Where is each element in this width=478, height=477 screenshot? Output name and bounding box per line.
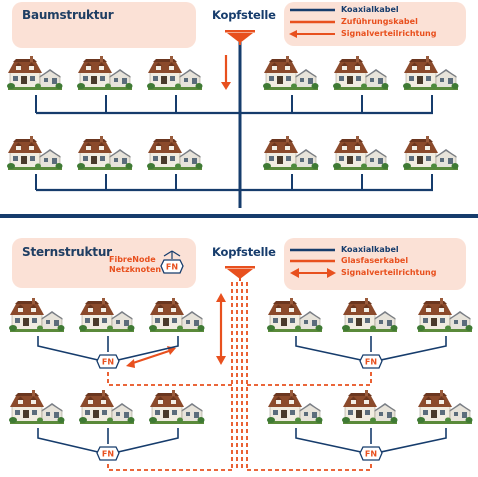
fibre-node-icon: FN	[359, 446, 383, 461]
legend-label: Koaxialkabel	[341, 5, 399, 14]
legend-label: Signalverteilrichtung	[341, 29, 437, 38]
house-icon	[78, 389, 135, 425]
house-icon	[148, 389, 205, 425]
top-title-box	[12, 2, 196, 48]
headend-label-top: Kopfstelle	[212, 8, 276, 22]
fibre-node-icon: FN	[96, 446, 120, 461]
house-icon	[148, 297, 205, 333]
legend-label: Zuführungskabel	[341, 17, 418, 26]
house-icon	[146, 135, 203, 171]
house-icon	[262, 55, 319, 91]
antenna-icon-bottom	[225, 266, 255, 281]
svg-text:FN: FN	[365, 450, 377, 459]
legend-label: Glasfaserkabel	[341, 256, 409, 265]
house-icon	[266, 389, 323, 425]
antenna-icon-top	[225, 30, 255, 45]
house-icon	[416, 389, 473, 425]
fn-legend-line2: Netzknoten	[109, 265, 162, 274]
house-icon	[341, 297, 398, 333]
svg-text:FN: FN	[166, 263, 178, 272]
house-icon	[402, 135, 459, 171]
house-icon	[76, 55, 133, 91]
house-icon	[8, 389, 65, 425]
house-icon	[76, 135, 133, 171]
svg-text:FN: FN	[102, 450, 114, 459]
tree-structure-title: Baumstruktur	[22, 8, 114, 22]
star-structure-title: Sternstruktur	[22, 245, 112, 259]
house-icon	[416, 297, 473, 333]
house-icon	[332, 55, 389, 91]
legend-label: Koaxialkabel	[341, 245, 399, 254]
house-icon	[78, 297, 135, 333]
house-icon	[332, 135, 389, 171]
house-icon	[8, 297, 65, 333]
fn-legend-line1: FibreNode	[109, 255, 156, 264]
house-icon	[6, 55, 63, 91]
house-icon	[146, 55, 203, 91]
legend-label: Signalverteilrichtung	[341, 268, 437, 277]
svg-text:FN: FN	[365, 358, 377, 367]
house-icon	[6, 135, 63, 171]
fibre-node-icon: FN	[359, 354, 383, 369]
fibre-node-icon: FN	[96, 354, 120, 369]
house-icon	[262, 135, 319, 171]
fibre-node-legend-icon: FN	[160, 259, 184, 274]
house-icon	[266, 297, 323, 333]
house-icon	[402, 55, 459, 91]
house-icon	[341, 389, 398, 425]
svg-text:FN: FN	[102, 358, 114, 367]
bottom-legend-box	[284, 238, 466, 290]
headend-label-bottom: Kopfstelle	[212, 245, 276, 259]
